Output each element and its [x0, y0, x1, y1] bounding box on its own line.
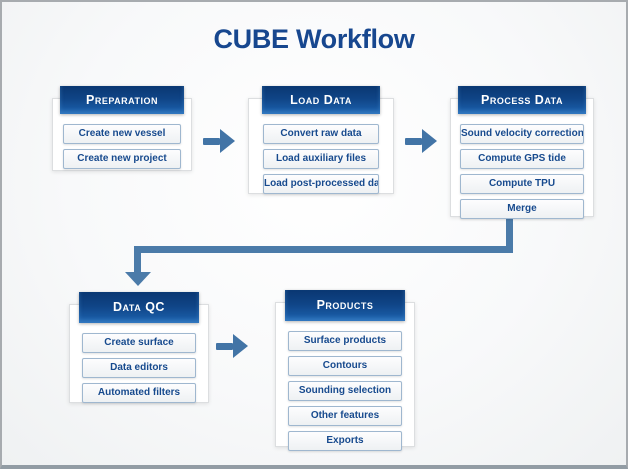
arrow-head	[422, 129, 437, 153]
node-data-qc-header: Data QC	[79, 292, 199, 323]
workflow-step-merge: Merge	[460, 199, 584, 219]
connector-segment-vertical-right	[506, 217, 513, 253]
arrow-shaft	[216, 342, 233, 350]
workflow-step-sound-velocity-correction: Sound velocity correction	[460, 124, 584, 144]
arrow-head	[220, 129, 235, 153]
workflow-step-load-post-processed-data: Load post-processed data	[263, 174, 379, 194]
node-preparation-items: Create new vessel Create new project	[63, 124, 181, 169]
node-load-data-items: Convert raw data Load auxiliary files Lo…	[263, 124, 379, 194]
workflow-step-create-surface: Create surface	[82, 333, 196, 353]
node-process-data-items: Sound velocity correction Compute GPS ti…	[460, 124, 584, 219]
page-title: CUBE Workflow	[213, 24, 415, 54]
node-process-data-header: Process Data	[458, 86, 586, 114]
workflow-step-contours: Contours	[288, 356, 402, 376]
workflow-step-surface-products: Surface products	[288, 331, 402, 351]
node-data-qc-items: Create surface Data editors Automated fi…	[82, 333, 196, 403]
arrow-right-icon	[216, 334, 248, 358]
node-data-qc: Data QC Create surface Data editors Auto…	[69, 292, 209, 403]
node-preparation-header: Preparation	[60, 86, 184, 114]
arrow-right-icon	[405, 129, 437, 153]
arrow-down-head	[125, 272, 151, 286]
workflow-step-load-auxiliary-files: Load auxiliary files	[263, 149, 379, 169]
workflow-step-other-features: Other features	[288, 406, 402, 426]
node-process-data: Process Data Sound velocity correction C…	[450, 86, 594, 219]
arrow-right-icon	[203, 129, 235, 153]
workflow-step-sounding-selection: Sounding selection	[288, 381, 402, 401]
arrow-head	[233, 334, 248, 358]
workflow-step-convert-raw-data: Convert raw data	[263, 124, 379, 144]
node-products-header: Products	[285, 290, 405, 321]
workflow-step-compute-tpu: Compute TPU	[460, 174, 584, 194]
arrow-shaft	[405, 137, 422, 145]
connector-segment-vertical-left	[134, 246, 141, 274]
workflow-step-automated-filters: Automated filters	[82, 383, 196, 403]
workflow-step-data-editors: Data editors	[82, 358, 196, 378]
connector-segment-horizontal	[134, 246, 513, 253]
workflow-step-create-new-project: Create new project	[63, 149, 181, 169]
node-load-data-header: Load Data	[262, 86, 380, 114]
node-products-items: Surface products Contours Sounding selec…	[288, 331, 402, 451]
workflow-step-exports: Exports	[288, 431, 402, 451]
workflow-step-compute-gps-tide: Compute GPS tide	[460, 149, 584, 169]
arrow-shaft	[203, 137, 220, 145]
node-preparation: Preparation Create new vessel Create new…	[52, 86, 192, 171]
node-products: Products Surface products Contours Sound…	[275, 290, 415, 451]
workflow-step-create-new-vessel: Create new vessel	[63, 124, 181, 144]
node-load-data: Load Data Convert raw data Load auxiliar…	[248, 86, 394, 194]
